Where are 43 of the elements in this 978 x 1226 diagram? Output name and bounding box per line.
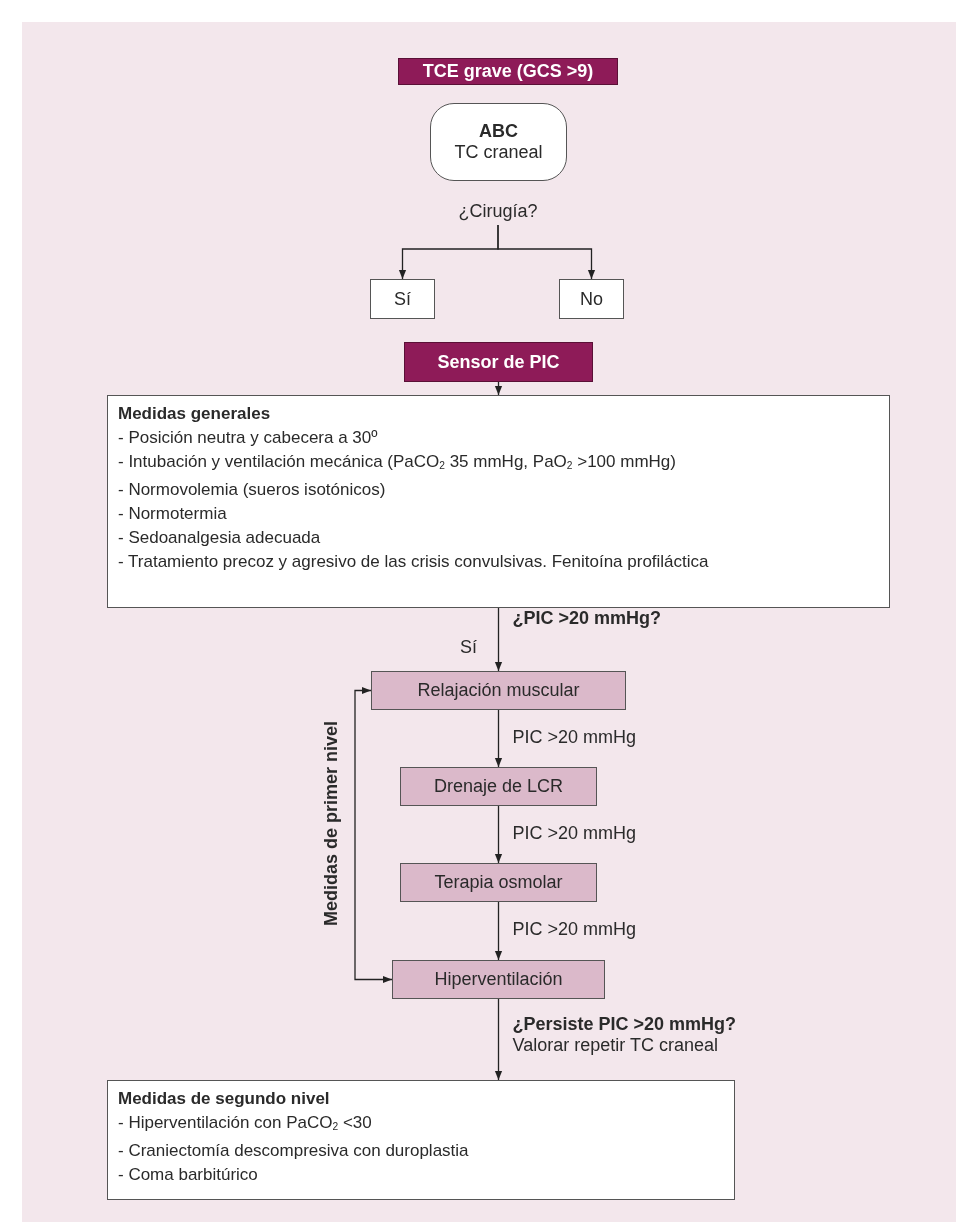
list-item: - Intubación y ventilación mecánica (PaCO$_{2}$ 35 mmHg, PaO$_{2}$ >100 mmHg) [118,451,676,474]
measures-box [107,395,890,608]
box-label: Drenaje de LCR [433,776,564,797]
question-text: ¿Cirugía? [458,200,538,222]
measures-box [107,1080,735,1200]
rounded-box [430,103,567,181]
arrow [497,224,596,280]
step-box [371,671,626,710]
box-label: No [580,288,603,310]
box-label: Sensor de PIC [437,351,560,373]
arrow [494,709,503,768]
box-label: TCE grave (GCS >9) [422,61,594,82]
box-heading: Medidas de segundo nivel [118,1088,330,1110]
side-label: Medidas de primer nivel [320,720,342,926]
arrow [494,381,503,396]
step-box [400,863,597,902]
arrow [494,998,503,1081]
box-label: Terapia osmolar [434,872,563,893]
box-heading: Medidas generales [118,403,271,425]
answer-box [370,279,435,319]
list-item: - Normovolemia (sueros isotónicos) [118,479,386,502]
box-label: TC craneal [454,142,543,163]
arrow [494,607,503,672]
branch-label: Sí [460,637,477,658]
step-box [392,960,605,999]
box-heading: ABC [479,121,518,142]
header-box [404,342,593,382]
step-box [400,767,597,806]
arrow [494,901,503,961]
list-item: - Hiperventilación con PaCO$_{2}$ <30 [118,1112,372,1135]
header-box [398,58,618,85]
box-label: Sí [394,288,411,310]
arrow [494,805,503,864]
list-item: - Craniectomía descompresiva con duroplastia [118,1140,469,1163]
arrow [354,686,393,984]
list-item: - Posición neutra y cabecera a 30º [118,427,378,449]
box-label: Hiperventilación [434,969,563,990]
box-label: Relajación muscular [417,680,580,701]
list-item: - Normotermia [118,503,227,526]
answer-box [559,279,624,319]
list-item: - Coma barbitúrico [118,1164,258,1187]
list-item: - Tratamiento precoz y agresivo de las crisis convulsivas. Fenitoína profiláctica [118,551,709,574]
list-item: - Sedoanalgesia adecuada [118,527,321,550]
